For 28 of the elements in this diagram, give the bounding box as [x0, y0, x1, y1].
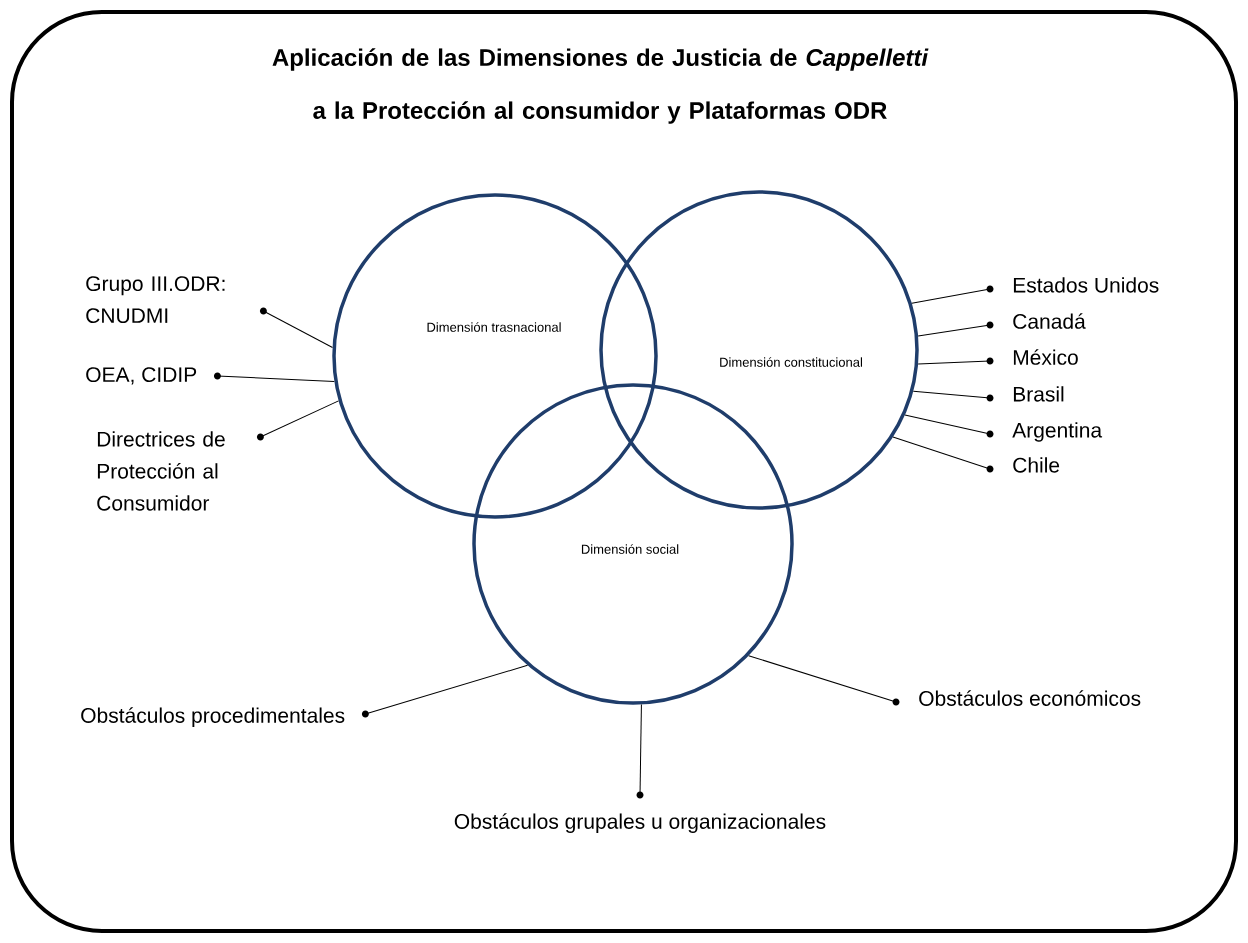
item-label: Argentina [1012, 422, 1103, 442]
leader-line [262, 310, 333, 348]
item-label: Obstáculos económicos [919, 690, 1141, 706]
item-label: Grupo III.ODR: CNUDMI [86, 276, 225, 324]
title: Aplicación de las Dimensiones de Justicia de Cappelletti a la Protección al consumidor y Plataformas ODR [272, 48, 929, 124]
leader-line [911, 288, 991, 304]
leader-line [259, 400, 340, 438]
leader-line [216, 375, 335, 382]
item-label: Canadá [1013, 313, 1086, 329]
leader-line [912, 390, 991, 399]
leader-line [748, 655, 897, 703]
item-label: México [1013, 349, 1078, 365]
item-label: Chile [1013, 457, 1060, 473]
circle-label: Dimensión social [581, 544, 679, 554]
circle-label: Dimensión trasnacional [427, 322, 561, 332]
leader-line [639, 704, 642, 796]
leader-line [917, 324, 991, 337]
item-label: OEA, CIDIP [86, 367, 197, 385]
item-label: Directrices de Protección al Consumidor [97, 431, 225, 511]
leader-line [904, 414, 991, 435]
item-label: Brasil [1013, 386, 1064, 402]
item-label: Estados Unidos [1013, 277, 1159, 293]
circle-label: Dimensión constitucional [720, 357, 862, 367]
item-label: Obstáculos procedimentales [81, 707, 345, 728]
leader-line [917, 360, 991, 365]
item-label: Obstáculos grupales u organizacionales [454, 813, 826, 834]
leader-line [364, 664, 529, 715]
leader-line [892, 436, 991, 470]
